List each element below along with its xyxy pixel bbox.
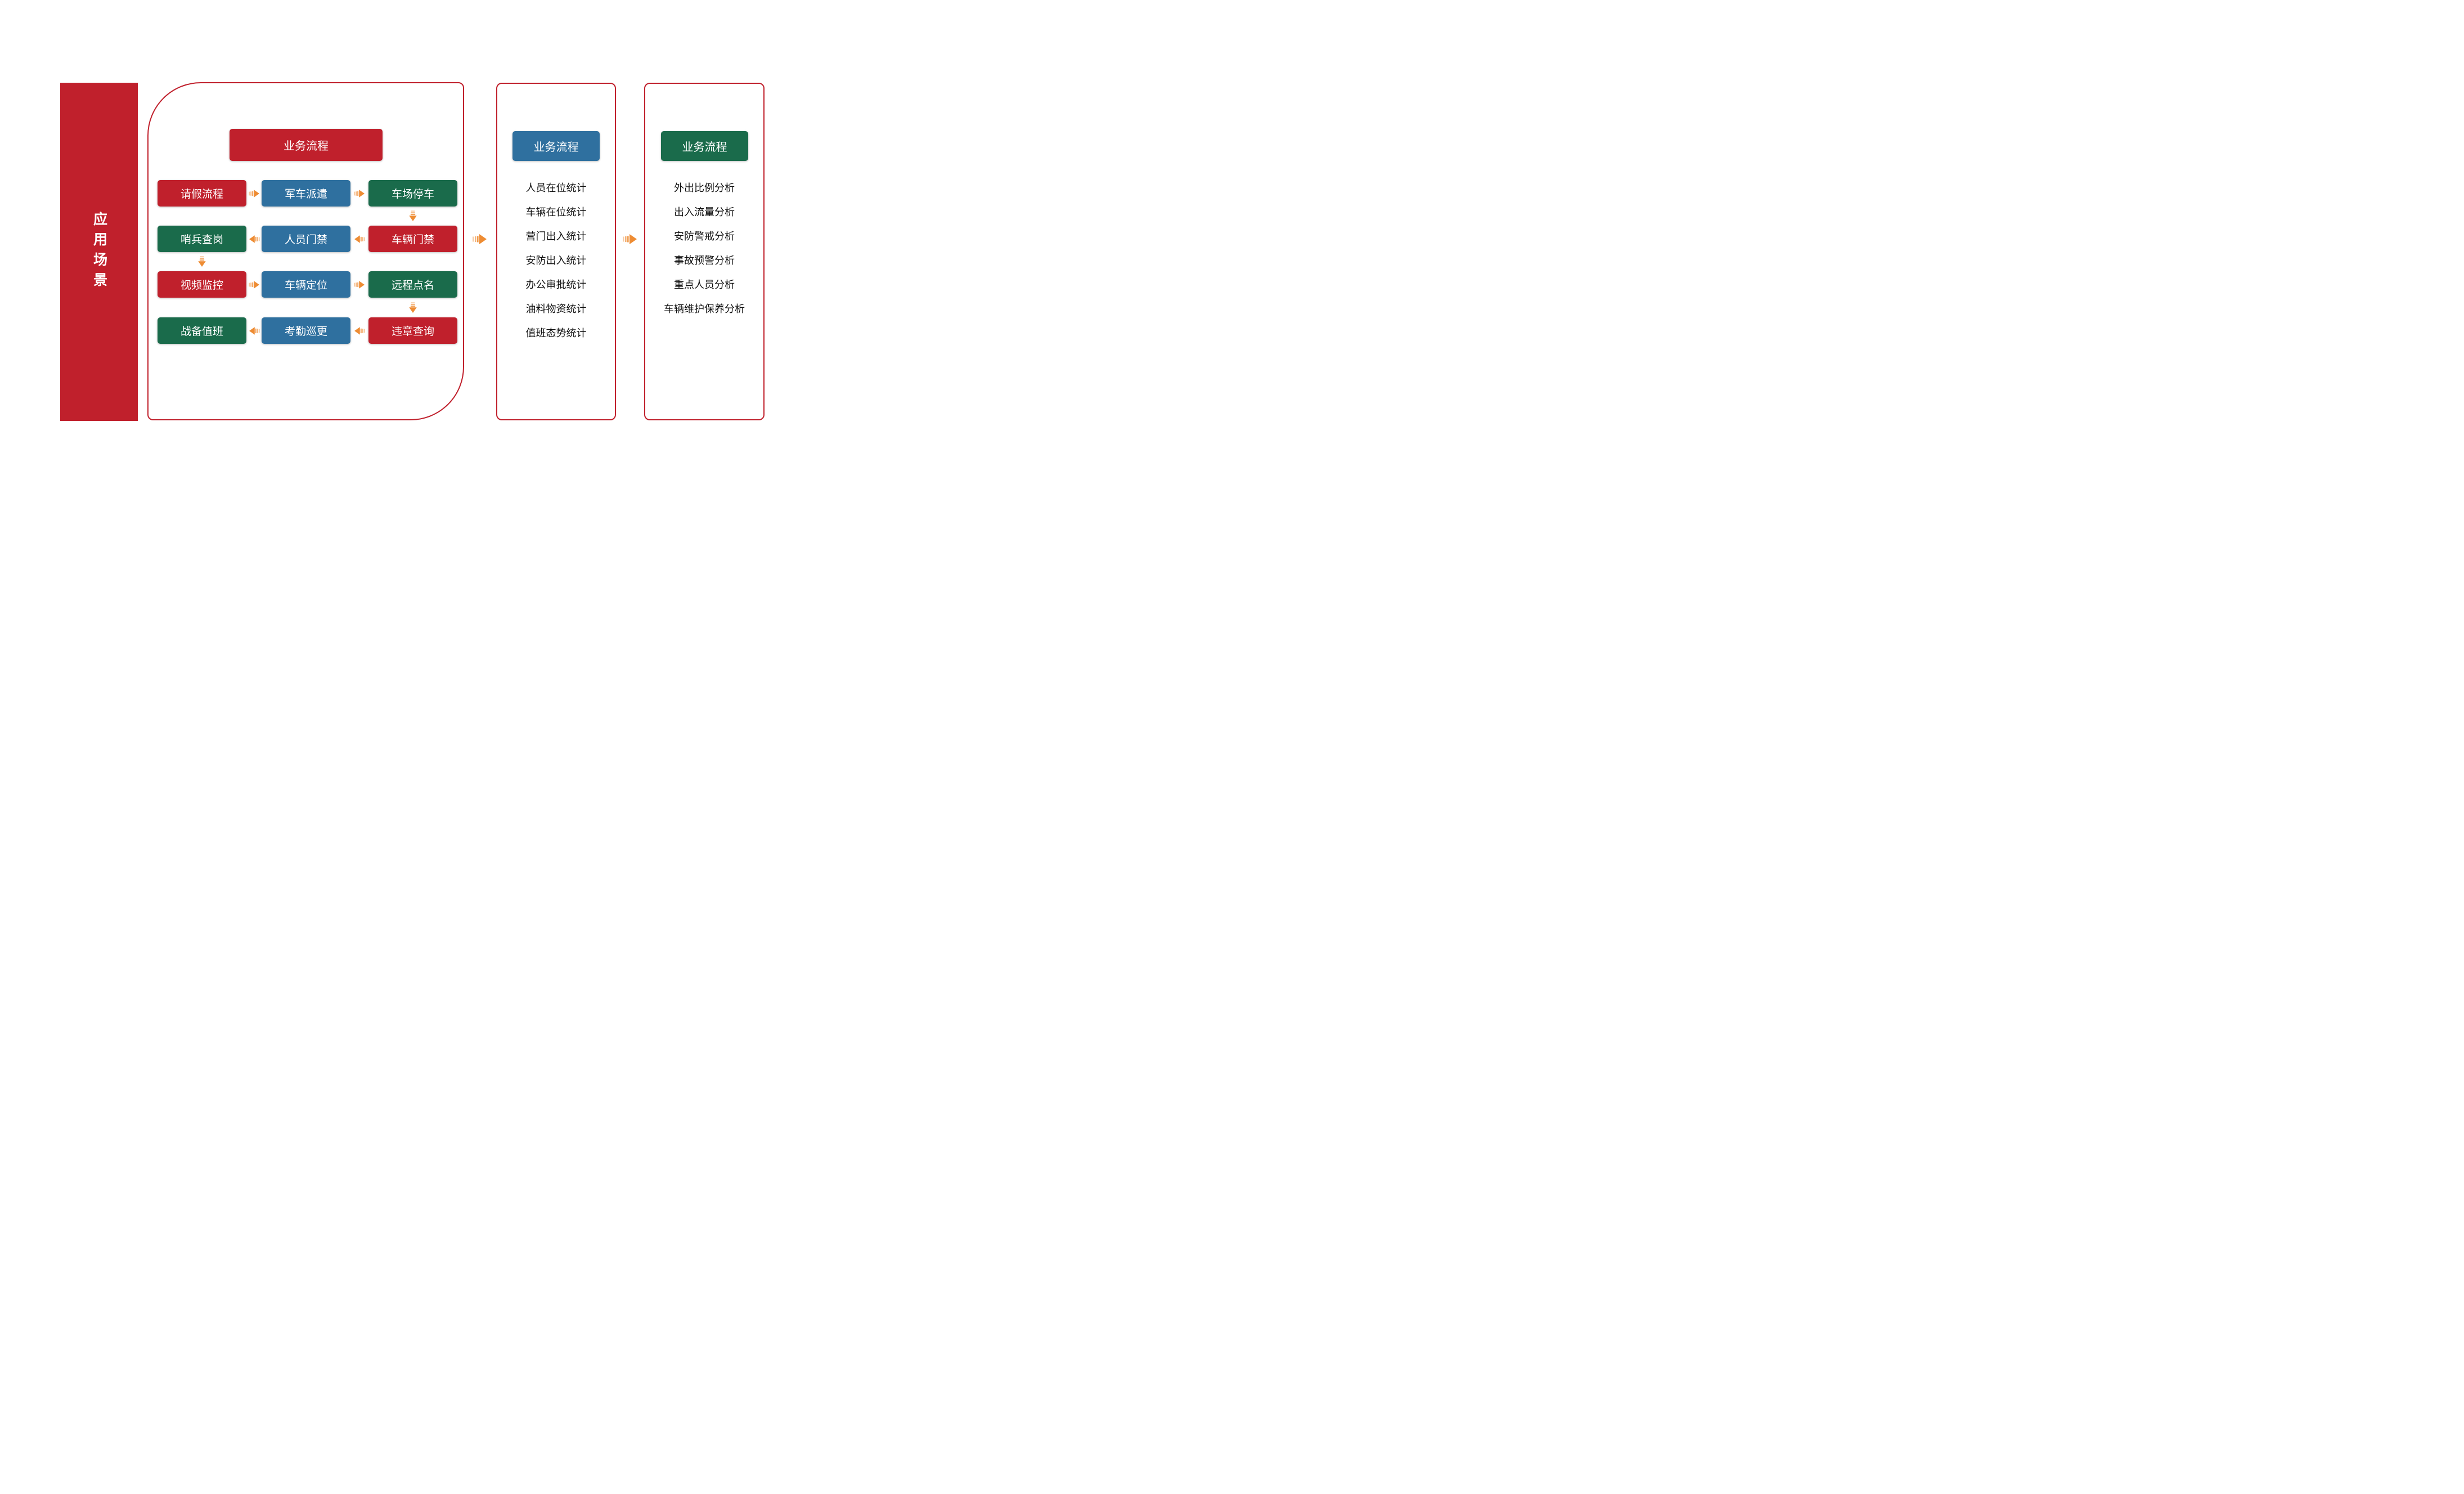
flow-arrow-right-icon — [354, 280, 365, 290]
sidebar-label: 应用场景 — [91, 211, 107, 293]
flow-arrow-left-icon — [354, 326, 365, 336]
stat-item: 办公审批统计 — [525, 279, 587, 290]
diagram-canvas: 应用场景 人员在位统计车辆在位统计营门出入统计安防出入统计办公审批统计油料物资统… — [0, 0, 821, 498]
analysis-panel-header: 业务流程 — [661, 131, 748, 161]
flow-arrow-right-icon — [248, 280, 260, 290]
flow-box-r2c3: 车辆门禁 — [368, 226, 457, 252]
flow-arrow-left-icon — [249, 326, 260, 336]
flow-box-r4c3: 违章查询 — [368, 317, 457, 344]
analysis-item: 事故预警分析 — [674, 255, 735, 266]
flow-box-r1c3: 车场停车 — [368, 180, 457, 207]
flow-box-r3c1: 视频监控 — [158, 271, 246, 298]
flow-box-r2c1: 哨兵查岗 — [158, 226, 246, 252]
connector-arrow-stats-to-analysis-icon — [623, 232, 637, 246]
analysis-item: 车辆维护保养分析 — [664, 303, 745, 315]
stat-item: 车辆在位统计 — [525, 207, 587, 218]
connector-arrow-flow-to-stats-icon — [473, 232, 487, 246]
flow-arrow-down-icon — [408, 302, 418, 313]
application-scenarios-bar: 应用场景 — [60, 83, 138, 421]
analysis-item: 重点人员分析 — [674, 279, 735, 290]
stats-panel-header: 业务流程 — [512, 131, 600, 161]
flow-arrow-down-icon — [408, 210, 418, 222]
flow-box-r4c2: 考勤巡更 — [262, 317, 350, 344]
flow-arrow-left-icon — [354, 234, 365, 244]
flow-box-r3c3: 远程点名 — [368, 271, 457, 298]
flow-arrow-down-icon — [197, 256, 207, 267]
stat-item: 油料物资统计 — [525, 303, 587, 315]
flow-arrow-right-icon — [354, 189, 365, 199]
flow-box-r1c2: 军车派遣 — [262, 180, 350, 207]
stat-item: 人员在位统计 — [525, 182, 587, 194]
flow-box-r3c2: 车辆定位 — [262, 271, 350, 298]
flow-panel-header: 业务流程 — [230, 129, 383, 161]
analysis-item: 安防警戒分析 — [674, 231, 735, 242]
stat-item: 安防出入统计 — [525, 255, 587, 266]
stat-item: 营门出入统计 — [525, 231, 587, 242]
flow-box-r2c2: 人员门禁 — [262, 226, 350, 252]
flow-arrow-left-icon — [249, 234, 260, 244]
analysis-item: 出入流量分析 — [674, 207, 735, 218]
flow-box-r4c1: 战备值班 — [158, 317, 246, 344]
stat-item: 值班态势统计 — [525, 327, 587, 339]
analysis-item: 外出比例分析 — [674, 182, 735, 194]
flow-arrow-right-icon — [248, 189, 260, 199]
flow-box-r1c1: 请假流程 — [158, 180, 246, 207]
